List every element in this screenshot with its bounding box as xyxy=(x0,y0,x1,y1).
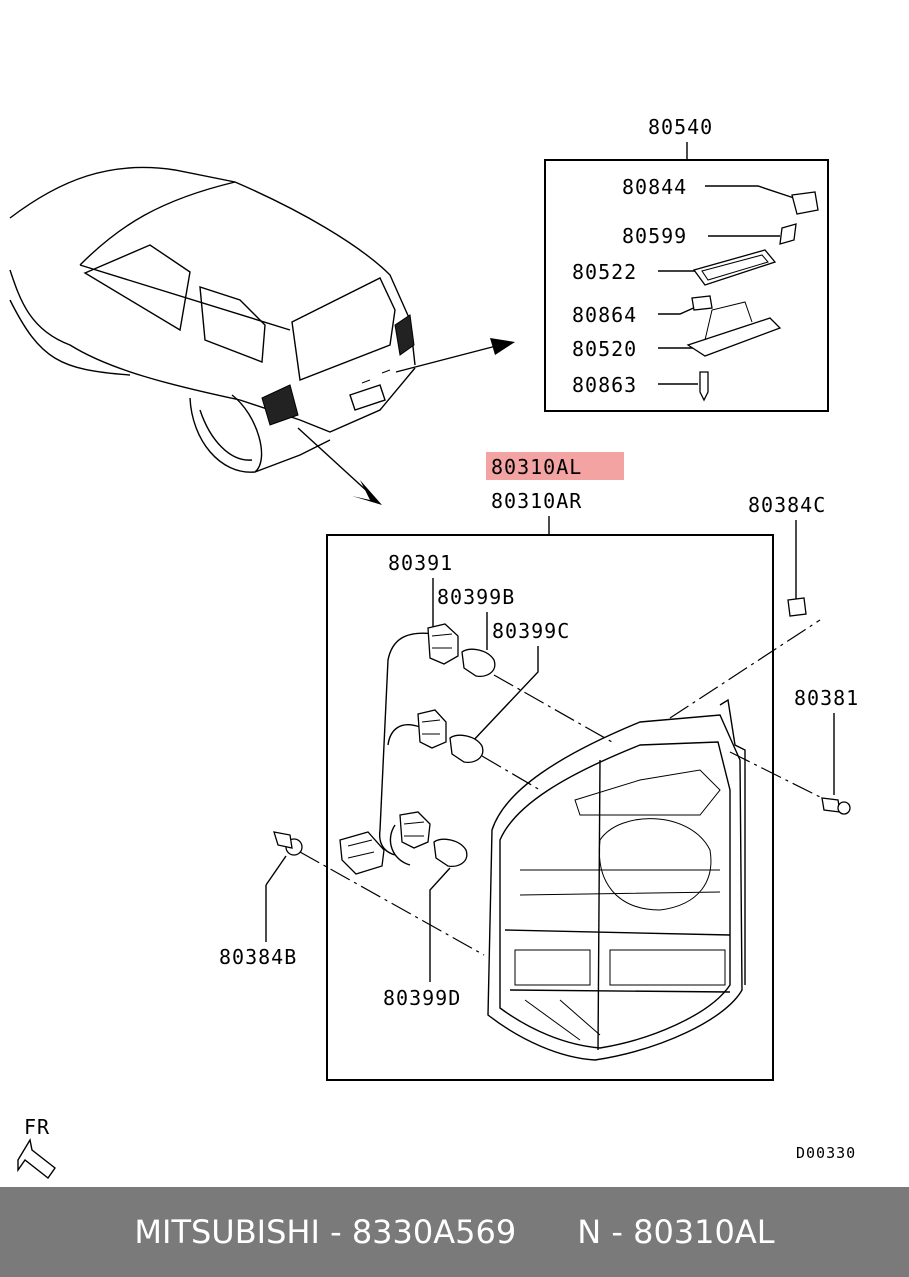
highlight-box xyxy=(486,452,624,480)
label-80391: 80391 xyxy=(388,551,453,575)
label-80310al: 80310AL xyxy=(491,455,582,479)
parts-diagram: 80540 80844 80599 80522 80864 80520 8086… xyxy=(9,115,859,1180)
direction-arrow-icon xyxy=(17,1138,56,1180)
label-80522: 80522 xyxy=(572,260,637,284)
tail-lamp-group: 80391 80399B 80399C xyxy=(219,493,859,1081)
tail-lamp-unit-icon xyxy=(487,698,746,1061)
housing-80520-icon xyxy=(686,317,782,357)
direction-label: FR xyxy=(24,1115,50,1139)
tail-lamp-box xyxy=(326,534,774,1081)
diagram-code: D00330 xyxy=(796,1144,856,1162)
label-80844: 80844 xyxy=(622,175,687,199)
label-80399c: 80399C xyxy=(492,619,570,643)
vehicle-illustration xyxy=(9,166,416,473)
bulb-80399c-icon xyxy=(449,734,484,764)
clip-80384b-icon xyxy=(273,831,303,856)
label-80399d: 80399D xyxy=(383,986,461,1010)
screw-80381-icon xyxy=(821,797,851,815)
label-80384b: 80384B xyxy=(219,945,297,969)
label-80864: 80864 xyxy=(572,303,637,327)
label-80520: 80520 xyxy=(572,337,637,361)
socket-80599-icon xyxy=(779,223,797,245)
callout-arrows xyxy=(297,338,515,505)
bulb-80399d-icon xyxy=(433,838,468,868)
screw-80863-icon xyxy=(699,371,709,402)
license-lamp-group: 80540 80844 80599 80522 80864 80520 8086… xyxy=(544,115,829,412)
front-direction-indicator: FR xyxy=(17,1115,56,1180)
lens-80522-icon xyxy=(692,249,777,286)
bulb-80844-icon xyxy=(791,191,819,215)
label-80540: 80540 xyxy=(648,115,713,139)
label-80399b: 80399B xyxy=(437,585,515,609)
gasket-80864-icon xyxy=(691,295,713,311)
footer-bar: MITSUBISHI - 8330A569 N - 80310AL xyxy=(0,1187,909,1277)
bulb-80399b-icon xyxy=(461,648,496,678)
label-80384c: 80384C xyxy=(748,493,826,517)
socket-80391-icon xyxy=(399,623,459,849)
clip-80384c-icon xyxy=(787,597,807,617)
label-80310ar: 80310AR xyxy=(491,489,582,513)
license-lamp-box xyxy=(544,159,829,412)
connector-icon xyxy=(339,831,385,875)
label-80381: 80381 xyxy=(794,686,859,710)
label-80863: 80863 xyxy=(572,373,637,397)
label-80599: 80599 xyxy=(622,224,687,248)
footer-text: MITSUBISHI - 8330A569 N - 80310AL xyxy=(134,1213,775,1251)
